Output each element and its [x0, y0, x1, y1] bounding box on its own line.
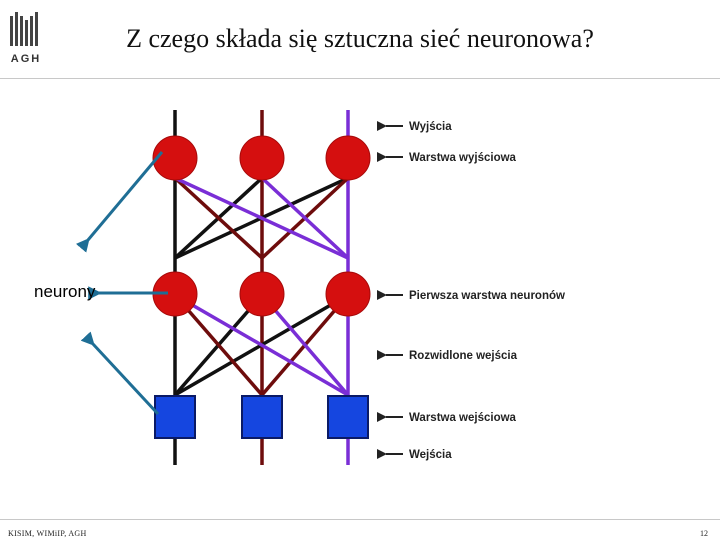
hidden-neuron — [325, 271, 371, 317]
input-layer-nodes — [154, 395, 369, 439]
label-inputs: Wejścia — [409, 449, 452, 461]
input-node — [327, 395, 369, 439]
input-to-hidden-connections — [173, 293, 350, 397]
header-divider — [0, 78, 720, 79]
label-output-layer: Warstwa wyjściowa — [409, 152, 517, 164]
neurony-callout-label: neurony — [34, 282, 96, 301]
neurony-callout-arrows — [75, 151, 168, 416]
footer-divider — [0, 519, 720, 520]
hidden-to-output-connections — [173, 176, 350, 260]
label-input-layer: Warstwa wejściowa — [409, 412, 517, 424]
layer-label-arrows — [377, 121, 403, 459]
hidden-neuron — [239, 271, 285, 317]
callout-arrow-to-output — [75, 151, 164, 253]
label-branched-inputs: Rozwidlone wejścia — [409, 350, 518, 362]
label-outputs: Wyjścia — [409, 121, 452, 133]
input-node — [154, 395, 196, 439]
output-layer-neurons — [152, 135, 371, 181]
label-first-neuron-layer: Pierwsza warstwa neuronów — [409, 290, 565, 302]
hidden-layer-neurons — [152, 271, 371, 317]
footer-affiliation: KISIM, WIMiIP, AGH — [8, 529, 87, 538]
callout-arrow-to-input — [80, 331, 160, 416]
slide-title: Z czego składa się sztuczna sieć neurono… — [126, 24, 594, 53]
logo-text: AGH — [11, 53, 41, 65]
output-neuron — [152, 135, 198, 181]
agh-logo: AGH — [10, 12, 41, 65]
input-node — [241, 395, 283, 439]
output-neuron — [239, 135, 285, 181]
output-neuron — [325, 135, 371, 181]
page-number: 12 — [700, 529, 708, 538]
